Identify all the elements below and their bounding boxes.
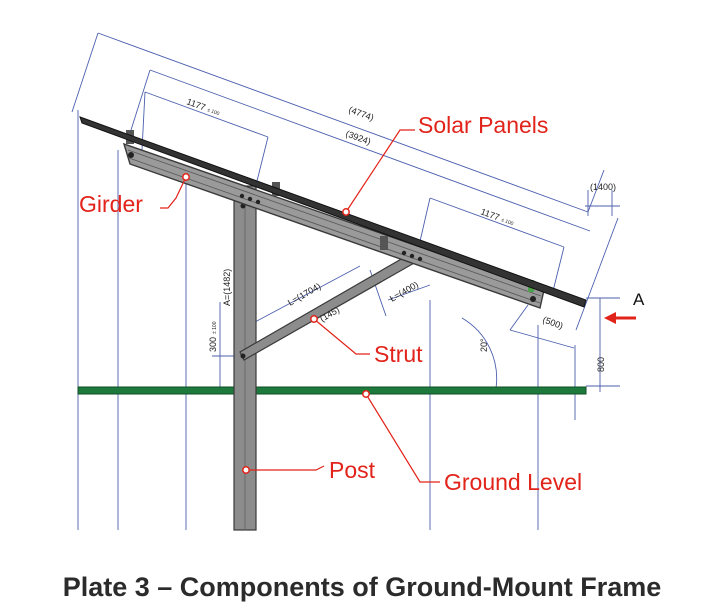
- dim-post-embed: 300: [208, 337, 218, 352]
- dim-clearance: 800: [596, 357, 606, 372]
- dim-post-embed-tol: ± 100: [212, 321, 218, 334]
- component-labels: Solar Panels Girder Strut Post Ground Le…: [79, 112, 582, 495]
- solar-panel-sheet: [79, 116, 587, 308]
- dim-panel-length: (4774): [347, 104, 375, 122]
- leader-strut: [313, 318, 370, 355]
- dim-tilt-angle: 20°: [479, 338, 489, 352]
- diagram-caption: Plate 3 – Components of Ground-Mount Fra…: [62, 572, 662, 602]
- label-solar-panels: Solar Panels: [418, 112, 548, 138]
- dim-strut-offset: Ł=(400): [388, 279, 420, 303]
- label-strut: Strut: [374, 341, 423, 367]
- dim-span-left-tol: ± 100: [206, 107, 220, 117]
- frame-diagram: A (4774) (3924) 1177 ± 100 1177 ± 100 (1…: [71, 32, 645, 531]
- ground-level-line: [77, 386, 587, 395]
- dim-post-height: A=(1482): [222, 269, 232, 306]
- leader-ground-level: [365, 393, 440, 483]
- leader-lines: [160, 129, 440, 483]
- label-girder: Girder: [79, 191, 143, 217]
- leader-dots: [182, 173, 370, 474]
- dim-span-right-tol: ± 100: [500, 217, 514, 227]
- label-post: Post: [329, 457, 376, 483]
- leader-solar-panels: [345, 129, 415, 213]
- dim-end-offset: (500): [541, 314, 564, 331]
- view-arrow-label: A: [633, 290, 645, 309]
- leader-girder: [160, 176, 187, 209]
- view-arrow-a: A: [604, 290, 645, 324]
- label-ground-level: Ground Level: [444, 469, 582, 495]
- dim-span-left: 1177: [185, 96, 207, 112]
- leader-post: [246, 465, 325, 471]
- dim-strut-length: L=(1704): [286, 281, 322, 308]
- dimension-lines: [71, 32, 620, 530]
- dim-overhang: (1400): [590, 182, 616, 192]
